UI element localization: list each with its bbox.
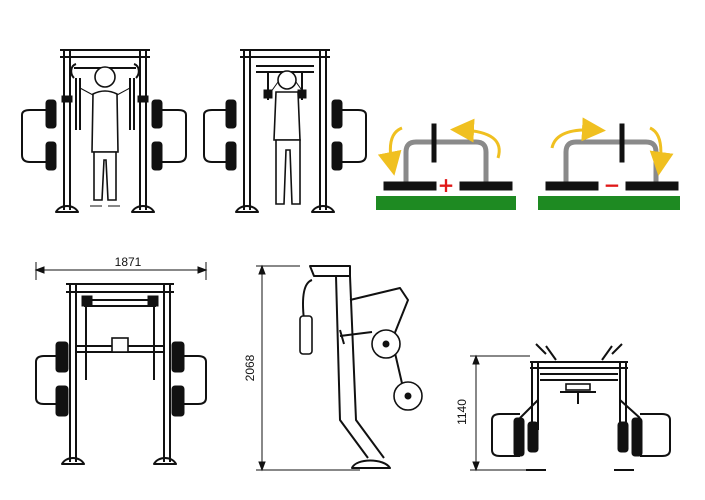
decrease-sign: − [604, 173, 621, 197]
weight-plate-icon [459, 181, 513, 191]
person-icon [267, 70, 307, 205]
weight-plate-icon [545, 181, 599, 191]
person-icon [79, 66, 131, 207]
arrow-icon [377, 126, 403, 176]
front-view-with-user [21, 49, 187, 213]
weight-plate-icon [625, 181, 679, 191]
seat-height-dimension: 1140 [455, 399, 469, 425]
adjustment-decrease: − [538, 117, 680, 210]
arrow-icon [649, 126, 674, 176]
increase-sign: + [438, 173, 455, 197]
width-dimension: 1871 [115, 255, 142, 269]
front-view-dimensioned: 1871 [34, 255, 208, 465]
side-view-with-user [203, 49, 367, 213]
perspective-view-dimensioned: 1140 [455, 343, 671, 472]
height-dimension: 2068 [243, 354, 257, 381]
weight-plate-icon [383, 181, 437, 191]
arrow-icon [450, 118, 501, 159]
arrow-icon [550, 117, 606, 149]
adjustment-increase: + [376, 118, 516, 210]
ground-bar [538, 196, 680, 210]
lever-bar [563, 139, 659, 190]
lever-bar [403, 139, 489, 190]
side-view-dimensioned: 2068 [243, 264, 423, 472]
ground-bar [376, 196, 516, 210]
